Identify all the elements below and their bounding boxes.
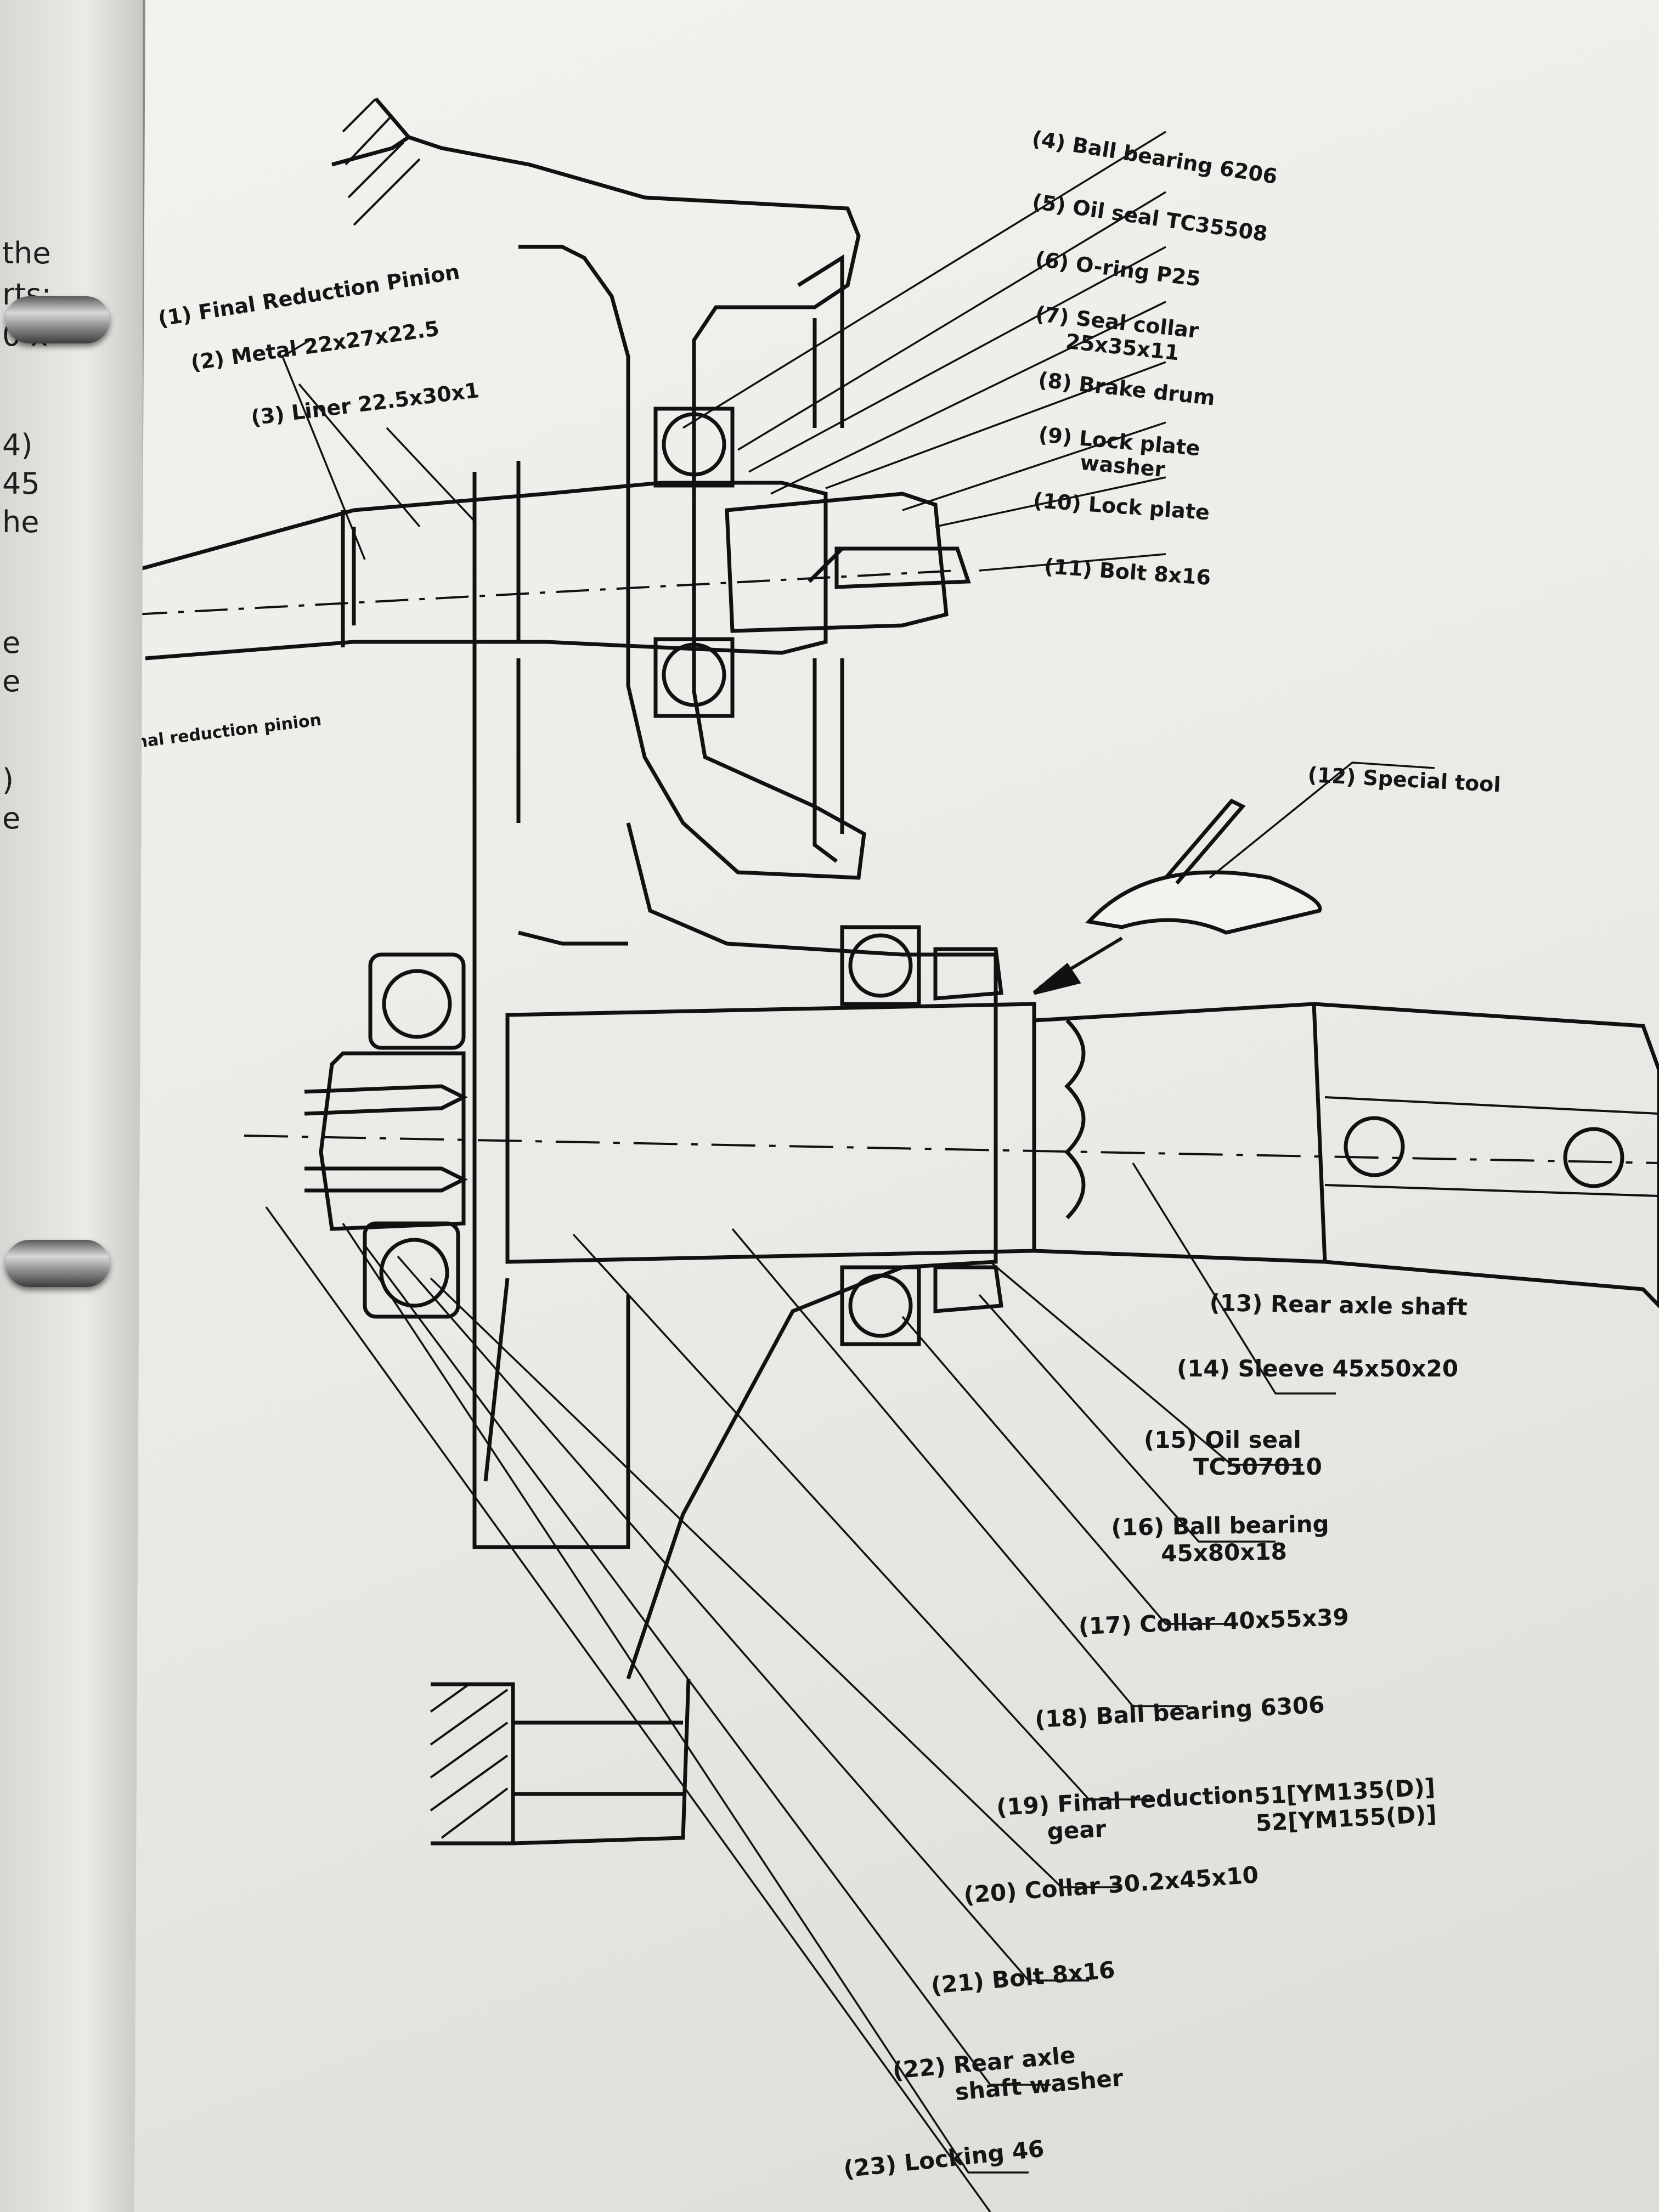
label-gear-teeth-counts: 51[YM135(D)] 52[YM155(D)] xyxy=(1254,1773,1437,1837)
left-page-fragment: the xyxy=(2,236,51,270)
wall-hatching-top xyxy=(342,98,421,226)
final-reduction-pinion-outline xyxy=(134,481,828,661)
axle-hub-section xyxy=(505,1002,1036,1264)
bolts-8x16 xyxy=(304,1084,468,1193)
left-page-fragment: ) xyxy=(2,763,14,797)
ball-bearing-6306-lower xyxy=(379,1238,449,1308)
manual-page: (1) Final Reduction Pinion (2) Metal 22x… xyxy=(134,0,1659,2212)
pinion-sections xyxy=(341,461,521,647)
ball-bearing-6306-upper xyxy=(382,969,452,1039)
left-page-fragment: he xyxy=(2,505,40,539)
lower-casting xyxy=(512,1678,691,1846)
left-page-fragment: e xyxy=(2,801,21,836)
left-page-fragment: e xyxy=(2,625,21,660)
gear-housing-outline xyxy=(626,822,998,1680)
lock-plate-bolt xyxy=(834,546,971,589)
ball-bearing-45x80x18-upper xyxy=(848,933,913,998)
ball-bearing-45x80x18-lower xyxy=(848,1273,913,1338)
binder-ring-lower xyxy=(5,1240,110,1287)
label-rear-axle-shaft: (13) Rear axle shaft xyxy=(1209,1289,1468,1321)
bearing-6306-race-upper xyxy=(368,952,466,1050)
shaft-spline-ends xyxy=(1064,1019,1086,1220)
brake-drum-section xyxy=(797,254,844,863)
pinion-centerline xyxy=(134,569,958,616)
axle-centerline xyxy=(244,1135,1659,1164)
bearing-race-upper xyxy=(653,407,735,488)
rear-axle-cross-section-diagram xyxy=(134,97,1659,2212)
left-page-fragment: e xyxy=(2,664,21,698)
shaft-hole-1 xyxy=(1344,1116,1405,1177)
label-sleeve: (14) Sleeve 45x50x20 xyxy=(1177,1355,1459,1382)
wall-hatching-bottom xyxy=(430,1683,509,1839)
lower-wall xyxy=(431,1682,515,1846)
label-oil-seal-tc507010: (15) Oil seal TC507010 xyxy=(1144,1426,1322,1480)
shaft-flats xyxy=(1324,1096,1659,1197)
lower-bearing-race-lower xyxy=(840,1265,921,1346)
label-ball-bearing-45x80x18: (16) Ball bearing 45x80x18 xyxy=(1111,1510,1329,1567)
gear-inner-edge xyxy=(518,930,628,946)
left-page-fragment: 4) xyxy=(2,428,33,462)
bearing-6306-race-lower xyxy=(363,1221,460,1319)
binder-ring-upper xyxy=(5,296,110,343)
oil-seal-tc507010 xyxy=(933,947,1003,1313)
seal-collar-hub xyxy=(725,492,949,633)
bearing-race-lower xyxy=(653,637,735,718)
left-page-edge: the rts: 0 x 4) 45 he e e ) e xyxy=(0,0,146,2212)
ball-bearing-6206-upper xyxy=(662,412,726,477)
housing-upper-outline xyxy=(374,97,866,880)
arrow-head xyxy=(1032,962,1081,995)
shaft-hole-2 xyxy=(1563,1127,1624,1188)
bolt-tip xyxy=(808,547,844,583)
ball-bearing-6206-lower xyxy=(662,642,726,707)
shaft-step xyxy=(1312,1003,1327,1262)
rear-axle-shaft xyxy=(1034,1002,1659,1311)
housing-top-edge xyxy=(331,136,410,167)
rear-axle-shaft-washer xyxy=(319,1051,466,1231)
left-page-fragment: 45 xyxy=(2,466,40,501)
final-reduction-gear-web xyxy=(472,647,630,1549)
special-tool-body xyxy=(1085,870,1322,935)
special-tool-handle xyxy=(1164,798,1246,885)
lower-bearing-race-upper xyxy=(840,925,921,1006)
